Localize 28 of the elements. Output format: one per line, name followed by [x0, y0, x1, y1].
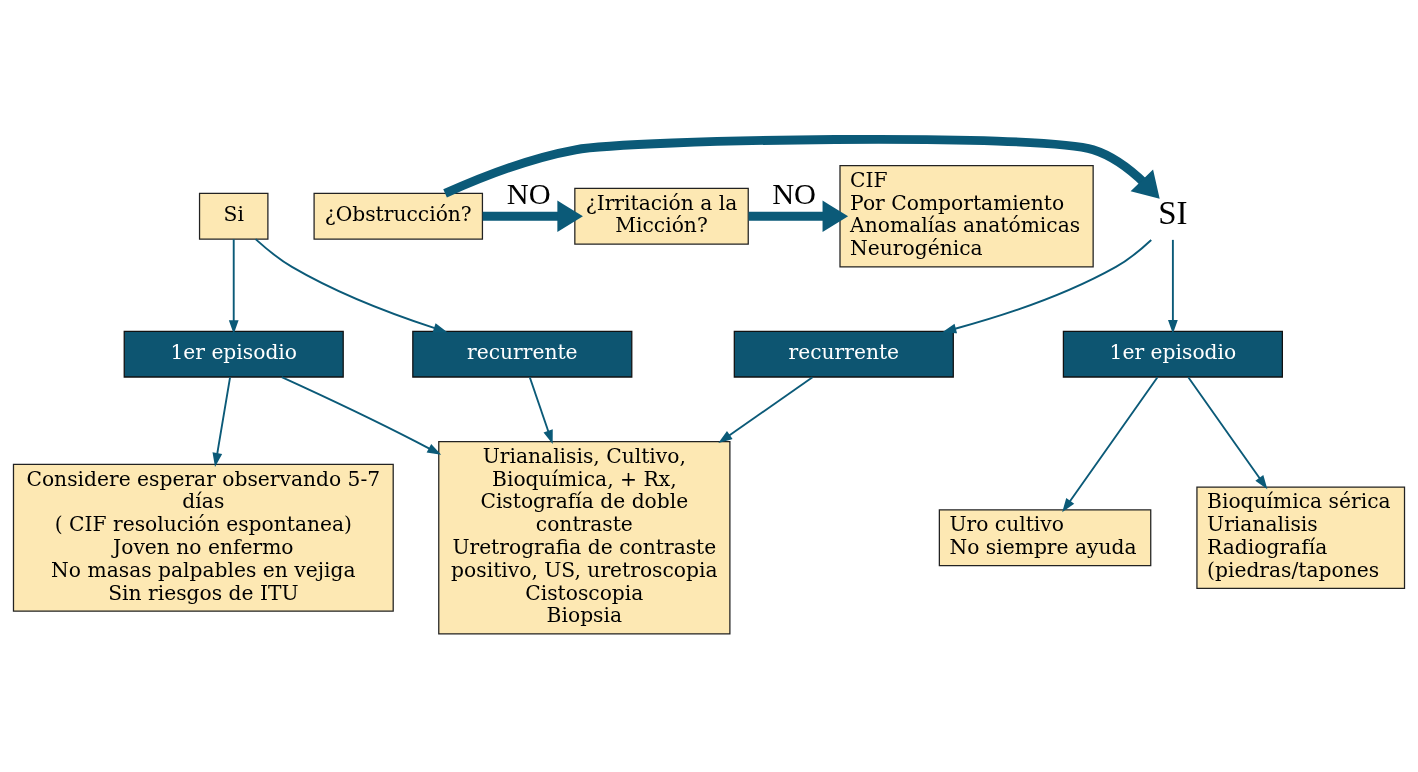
arrow [482, 200, 583, 232]
node-box: ¿Irritación a la Micción? [574, 187, 749, 245]
edge-label: NO [506, 176, 551, 211]
arrow [942, 238, 1153, 333]
arrow [228, 237, 239, 334]
node-box: Bioquímica sérica Urianalisis Radiografía (piedras/tapones [1196, 485, 1406, 589]
arrow [280, 375, 442, 455]
node-box: 1er episodio [1062, 330, 1283, 378]
node-box: Urianalisis, Cultivo, Bioquímica, + Rx, Cistografía de doble contraste Uretrografia de contraste positivo, US, uretroscopia Cistoscopia Biopsia [438, 440, 731, 635]
node-text: SI [1158, 194, 1188, 231]
node-box: Considere esperar observando 5-7 días ( CIF resolución espontanea) Joven no enfermo No masas palpables en vejiga Sin riesgos de ITU [12, 463, 394, 612]
node-box: Uro cultivo No siempre ayuda [938, 508, 1152, 566]
node-box: recurrente [733, 330, 954, 378]
node-box: 1er episodio [123, 330, 344, 378]
node-box: Si [198, 192, 269, 240]
arrow [528, 375, 553, 444]
arrow [254, 237, 448, 333]
arrow [212, 375, 231, 467]
arrow [443, 134, 1160, 199]
node-box: ¿Obstrucción? [313, 192, 484, 240]
node-box: CIF Por Comportamiento Anomalías anatómicas Neurogénica [839, 164, 1094, 267]
arrow [1062, 375, 1159, 512]
edge-label: NO [772, 176, 817, 211]
arrow [718, 375, 814, 443]
arrow [1168, 238, 1178, 334]
arrow [748, 200, 849, 232]
node-box: recurrente [412, 330, 633, 378]
arrow [1187, 375, 1268, 489]
